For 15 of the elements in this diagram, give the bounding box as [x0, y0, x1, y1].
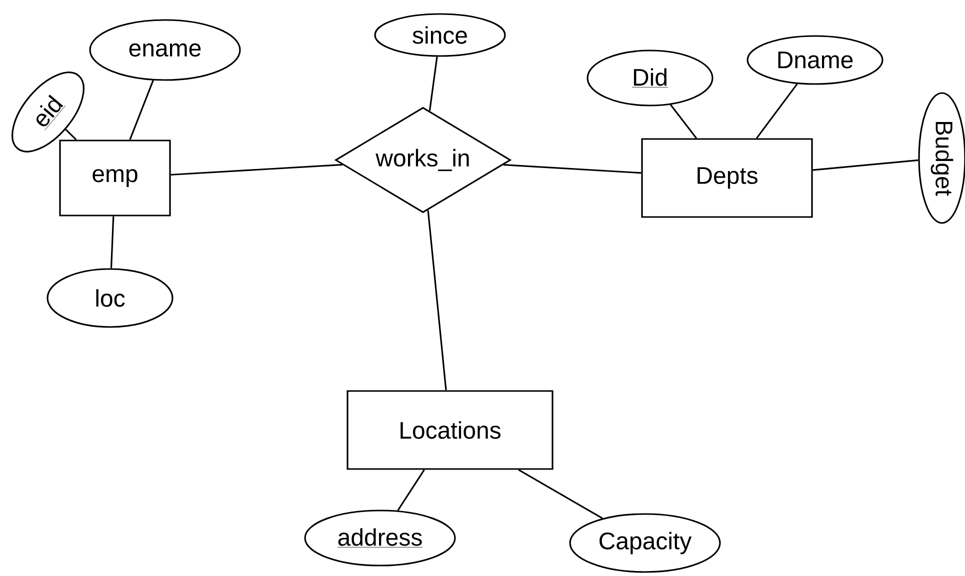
connector-line [110, 216, 114, 268]
connector-line [503, 164, 642, 174]
connector-line [428, 56, 438, 111]
process-box: Locations [346, 390, 554, 470]
process-box: Depts [641, 138, 813, 218]
connector-line [518, 469, 603, 520]
connector-line [756, 83, 798, 139]
connector-line [397, 469, 425, 511]
process-box: emp [59, 140, 171, 216]
connector-line [670, 104, 698, 139]
connector-line [170, 164, 343, 176]
connector-line [427, 210, 447, 390]
connector-line [129, 80, 154, 140]
connector-line [812, 159, 918, 171]
connector-line [65, 128, 77, 140]
